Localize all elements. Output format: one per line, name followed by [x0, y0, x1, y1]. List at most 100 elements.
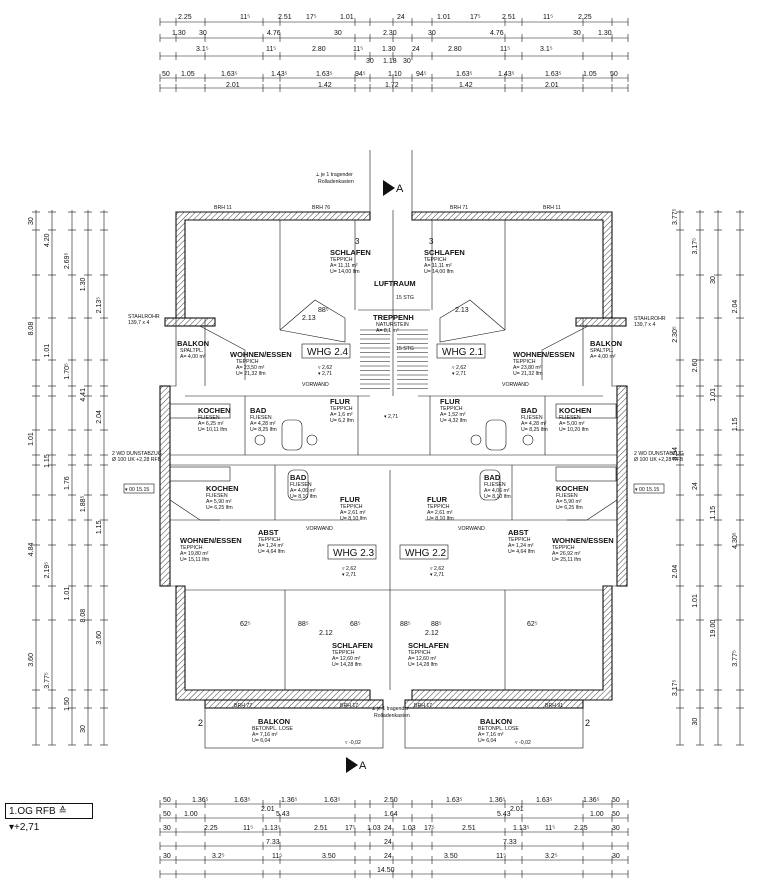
dim-bot-r4-2: 24 — [384, 839, 392, 846]
dim-top-r2-9: 1.30 — [598, 30, 612, 37]
dim-bot-r3-6: 17⁵ — [345, 825, 356, 832]
bath-fixtures — [169, 403, 617, 501]
svg-text:FLIESEN: FLIESEN — [559, 415, 581, 421]
left-texts-dim-7: 1.70⁵ — [64, 363, 71, 380]
right-texts-dim-2: 30 — [710, 276, 717, 284]
dim-bot-r3-12: 1.13⁵ — [513, 825, 530, 832]
dim-bot-r2-2: 1.00 — [184, 811, 198, 818]
svg-text:A= 2,61 m²: A= 2,61 m² — [427, 510, 453, 516]
dim-top-r3-4: 11⁵ — [353, 46, 363, 53]
svg-text:TEPPICH: TEPPICH — [340, 504, 363, 510]
whg21-title: WHG 2.1 — [442, 347, 484, 358]
dim-bot-r5-2: 3.2⁵ — [212, 853, 225, 860]
dim-top-r3-3: 2.80 — [312, 46, 326, 53]
dim-bot-r4-3: 7.33 — [503, 839, 517, 846]
svg-text:A= 4,28 m²: A= 4,28 m² — [521, 421, 547, 427]
dim-top-r2-8: 30 — [573, 30, 581, 37]
balkon-level-right: ▿ -0,02 — [515, 740, 531, 746]
dim-bot-r1-8: 1.36⁵ — [489, 797, 506, 804]
dim-top-r1-3: 2.51 — [278, 14, 292, 21]
dim-bot-r2-7: 50 — [612, 811, 620, 818]
svg-text:A= 5,00 m²: A= 5,00 m² — [559, 421, 585, 427]
svg-text:SPALTPL.: SPALTPL. — [180, 348, 203, 354]
dim-top-r5-3: 1.72 — [385, 82, 399, 89]
dim-bot-r3-1: 30 — [163, 825, 171, 832]
stg-label-2: 15 STG — [396, 346, 414, 352]
right-texts-dim-10: 1.15 — [710, 506, 717, 520]
svg-text:TEPPICH: TEPPICH — [513, 359, 536, 365]
right-texts-dim-5: 2.60 — [692, 358, 699, 372]
win-dim-3: 2.12 — [319, 630, 333, 637]
dim-top-r3-1: 3.1⁵ — [196, 46, 209, 53]
brh-1: BRH 76 — [312, 205, 330, 211]
balkon-left-wall — [164, 317, 216, 327]
svg-text:A= 5,90 m²: A= 5,90 m² — [206, 499, 232, 505]
svg-text:U= 21,32 lfm: U= 21,32 lfm — [236, 371, 266, 377]
svg-text:FLIESEN: FLIESEN — [250, 415, 272, 421]
dim-bot-r1-7: 1.63⁵ — [446, 797, 463, 804]
outer-wall-right — [616, 385, 628, 587]
left-texts-dim-1: 4.20 — [44, 233, 51, 247]
svg-text:FLIESEN: FLIESEN — [556, 493, 578, 499]
brh-3: BRH 11 — [214, 205, 232, 211]
svg-text:A= 4,28 m²: A= 4,28 m² — [250, 421, 276, 427]
whg24-schlafen: SCHLAFEN — [330, 248, 371, 257]
dim-bot-r5-6: 3.50 — [444, 853, 458, 860]
svg-text:U= 8,10 lfm: U= 8,10 lfm — [484, 494, 511, 500]
dim-top-r3-6: 24 — [412, 46, 420, 53]
svg-text:▾ 2,71: ▾ 2,71 — [452, 371, 466, 377]
svg-text:A= 4,00 m²: A= 4,00 m² — [180, 354, 206, 360]
svg-text:▿ 2,62: ▿ 2,62 — [452, 365, 466, 371]
svg-text:▿ 2,62: ▿ 2,62 — [430, 566, 444, 572]
svg-text:U= 10,11 lfm: U= 10,11 lfm — [198, 427, 227, 433]
dim-bot-r5-3: 11⁵ — [272, 853, 282, 860]
svg-text:FLIESEN: FLIESEN — [484, 482, 506, 488]
svg-text:A: A — [359, 760, 367, 772]
dunstabzug-right-1: 2 WD DUNSTABZUG — [634, 451, 684, 457]
svg-text:A= 23,80 m²: A= 23,80 m² — [513, 365, 542, 371]
dim-bot-r3-9: 1.03 — [402, 825, 416, 832]
svg-text:TEPPICH: TEPPICH — [236, 359, 259, 365]
left-texts-dim-21: 3.77⁵ — [44, 672, 51, 689]
win-dim-9: 2.13 — [302, 315, 316, 322]
whg22-abst: ABST — [508, 528, 529, 537]
dim-top-r3-2: 11⁵ — [266, 46, 276, 53]
brh-6: BRH 17 — [340, 703, 358, 709]
dim-top-r4-8: 94⁵ — [416, 71, 427, 78]
left-texts-dim-6: 1.01 — [44, 344, 51, 358]
dim-bot-r2-4: 1.64 — [384, 811, 398, 818]
dim-bot-r2-5: 5.43 — [497, 811, 511, 818]
brh-2: BRH 71 — [450, 205, 468, 211]
dim-top-r2-7: 4.76 — [490, 30, 504, 37]
svg-text:A= 11,11 m²: A= 11,11 m² — [424, 263, 452, 269]
dunstabzug-left-1: 2 WD DUNSTABZUG — [112, 451, 162, 457]
dim-bot-r1-6: 2.50 — [384, 797, 398, 804]
dim-bot-r6-1: 14.50 — [377, 867, 395, 874]
left-texts-dim-15: 4.84 — [28, 543, 35, 557]
svg-text:TEPPICH: TEPPICH — [258, 537, 281, 543]
svg-text:A: A — [396, 183, 404, 195]
svg-text:TEPPICH: TEPPICH — [508, 537, 531, 543]
luftraum-label: LUFTRAUM — [374, 279, 416, 288]
dim-top-r4-4: 1.43⁵ — [271, 71, 288, 78]
svg-text:U= 8,10 lfm: U= 8,10 lfm — [340, 516, 367, 522]
stair-level: ▾ 2,71 — [384, 414, 398, 420]
dim-bot-r3-14: 2.25 — [574, 825, 588, 832]
dim-bot-r5-9: 30 — [612, 853, 620, 860]
svg-text:A= 1,6 m²: A= 1,6 m² — [330, 412, 353, 418]
win-dim-6: 88⁵ — [400, 621, 411, 628]
whg21-wohnen: WOHNEN/ESSEN — [513, 350, 575, 359]
svg-text:▾ 2,71: ▾ 2,71 — [342, 572, 356, 578]
dim-top-r1-4: 17⁵ — [306, 14, 317, 21]
dim-top-r5-1: 2.01 — [226, 82, 240, 89]
dim-bot-r3-13: 11⁵ — [545, 825, 555, 832]
brh-4: BRH 11 — [543, 205, 561, 211]
dim-bot-r3-5: 2.51 — [314, 825, 328, 832]
left-dimension-chains: 304.202.69⁵1.302.13⁵8.081.011.70⁵4.412.0… — [28, 210, 108, 746]
svg-text:TEPPICH: TEPPICH — [424, 257, 447, 263]
svg-text:U= 25,11 lfm: U= 25,11 lfm — [552, 557, 581, 563]
win-dim-7: 62⁵ — [527, 621, 538, 628]
dim-top-r2-6: 30 — [428, 30, 436, 37]
svg-text:U= 10,20 lfm: U= 10,20 lfm — [559, 427, 589, 433]
whg22-balkon: BALKON — [480, 717, 512, 726]
